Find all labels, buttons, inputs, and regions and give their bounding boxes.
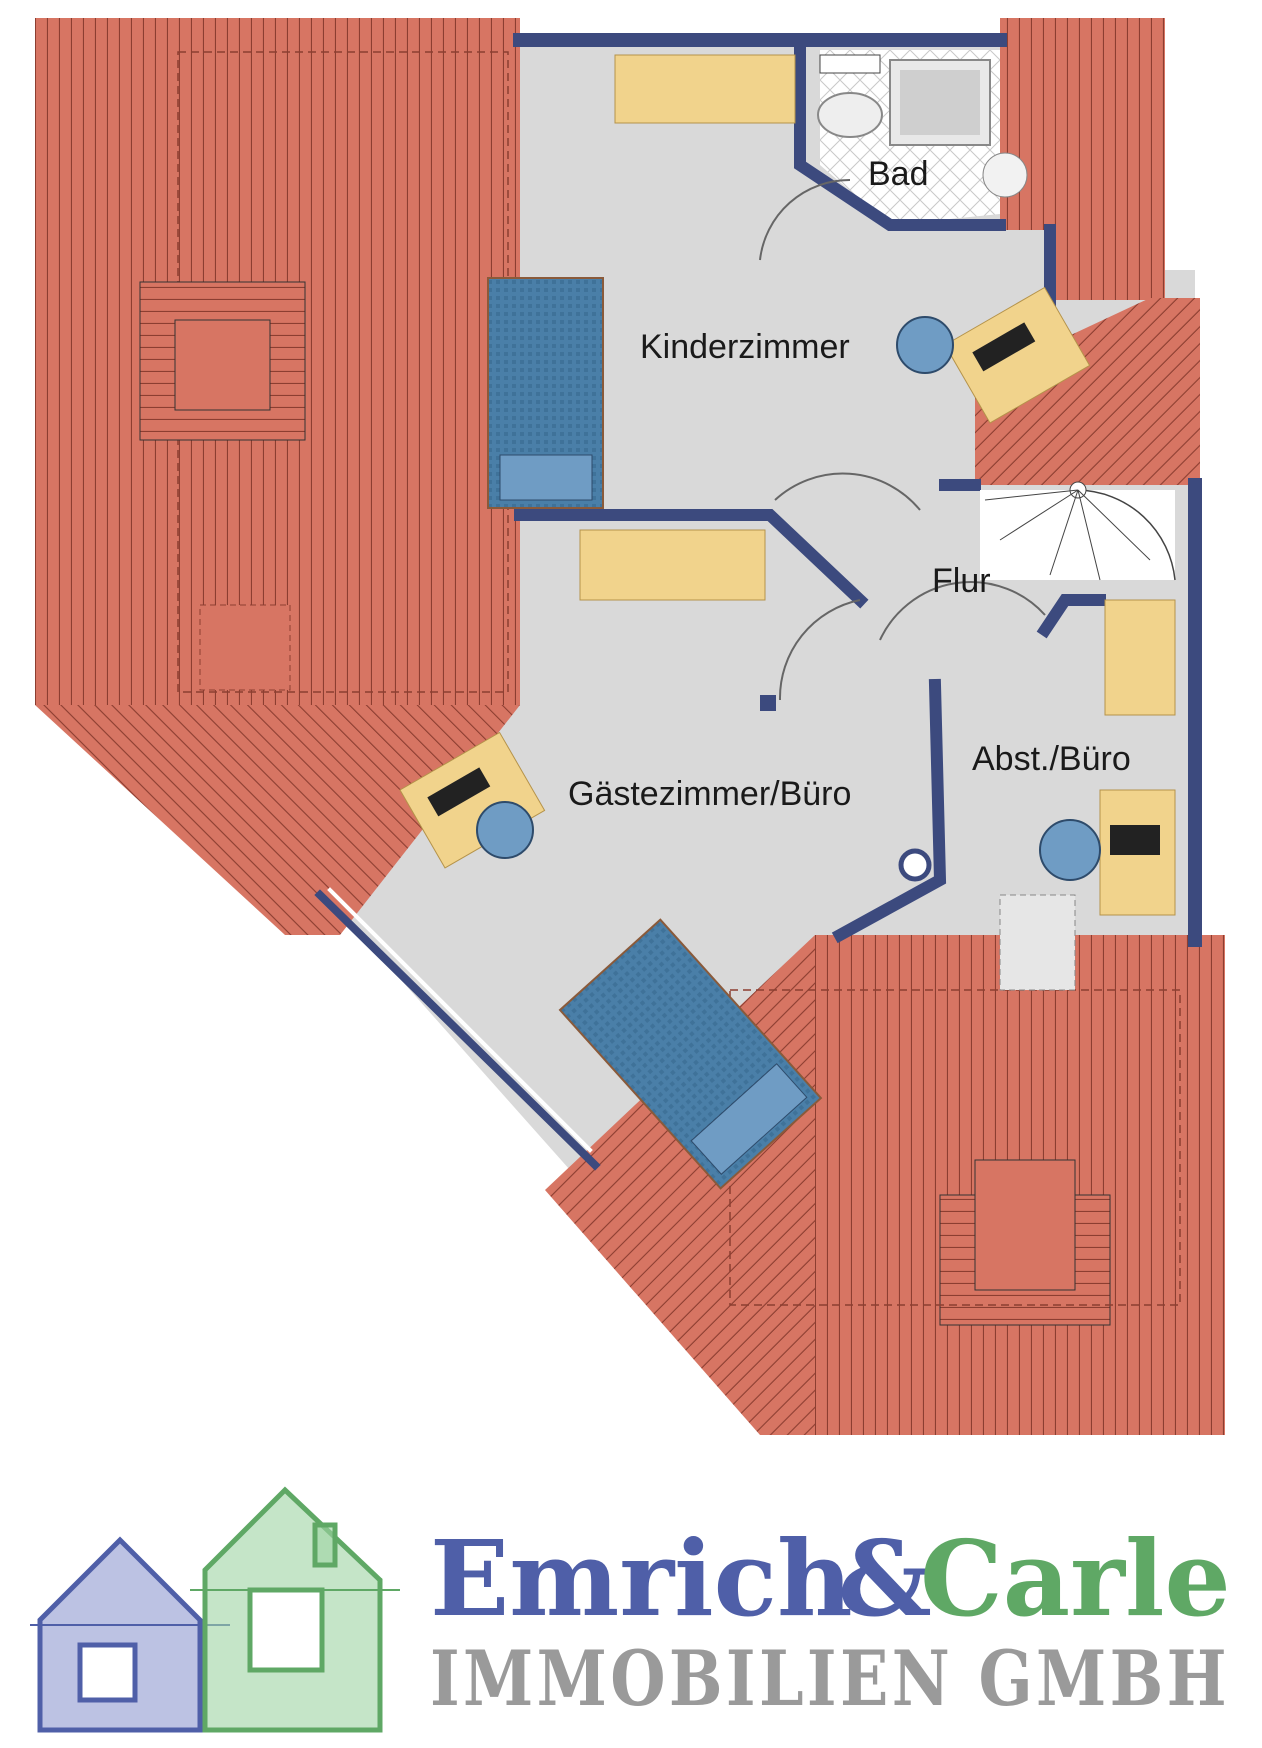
columns	[760, 695, 932, 882]
furniture	[399, 54, 1176, 991]
floor-plan: Bad Kinderzimmer Flur Gästezimmer/Büro A…	[35, 18, 1225, 1435]
spiral-staircase	[980, 481, 1176, 581]
room-label-kinderzimmer: Kinderzimmer	[640, 328, 850, 366]
room-label-gaestezimmer: Gästezimmer/Büro	[568, 775, 851, 813]
brand-ampersand: &	[838, 1517, 932, 1640]
roof-top-right	[975, 18, 1200, 485]
chairs	[476, 316, 1101, 881]
room-label-flur: Flur	[932, 562, 991, 600]
company-logo: Emrich & Carle IMMOBILIEN GMBH	[30, 1486, 1231, 1733]
room-label-bad: Bad	[868, 155, 929, 193]
brand-subtitle: IMMOBILIEN GMBH	[430, 1634, 1230, 1723]
roof-left	[35, 18, 520, 935]
room-label-abstellraum: Abst./Büro	[972, 740, 1131, 778]
house-icon-green	[190, 1486, 400, 1733]
beds	[487, 277, 823, 1190]
brand-name-part1: Emrich	[430, 1517, 853, 1640]
bathroom-fixtures	[817, 54, 1028, 198]
doors	[759, 178, 1046, 701]
brand-name-part2: Carle	[920, 1517, 1231, 1640]
house-icon-blue	[30, 1536, 230, 1733]
walls	[314, 33, 1202, 1171]
